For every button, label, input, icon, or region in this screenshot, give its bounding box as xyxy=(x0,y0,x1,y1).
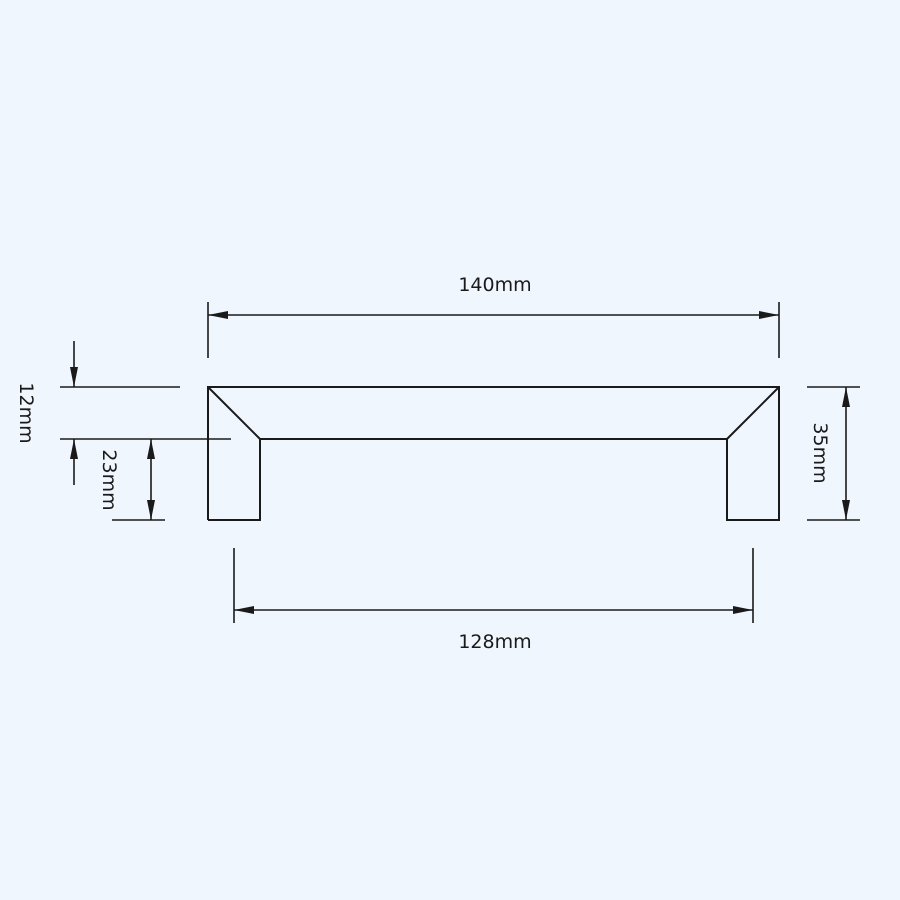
dimension-hole-spacing xyxy=(233,548,754,623)
dimension-leg-height xyxy=(112,439,165,521)
bar-thickness-label: 12mm xyxy=(15,382,37,443)
handle-outline xyxy=(207,386,780,521)
dimension-bar-thickness xyxy=(60,341,231,485)
dimension-overall-length xyxy=(207,302,780,358)
dimension-total-height xyxy=(807,386,860,521)
total-height-label: 35mm xyxy=(809,422,831,483)
hole-spacing-label: 128mm xyxy=(458,631,531,653)
leg-height-label: 23mm xyxy=(98,449,120,510)
overall-length-label: 140mm xyxy=(458,274,531,296)
